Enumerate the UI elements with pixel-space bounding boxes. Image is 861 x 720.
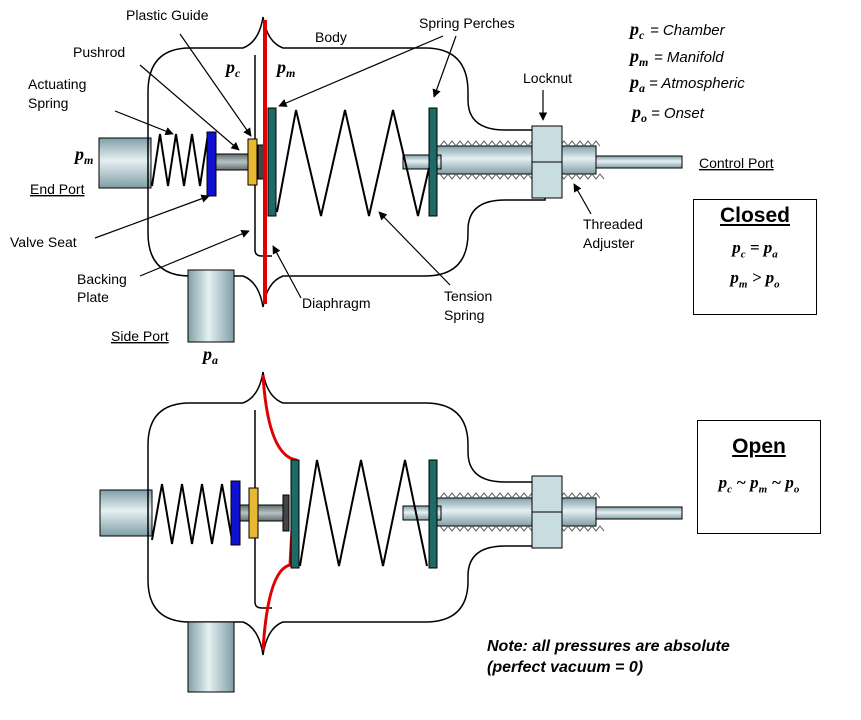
open-state-device [99,371,683,693]
spring-perch-left-open [290,459,300,569]
legend-atmospheric: = Atmospheric [649,75,745,92]
label-plastic-guide: Plastic Guide [126,7,209,23]
label-spring-perches: Spring Perches [419,15,515,31]
legend-manifold: = Manifold [654,49,724,66]
label-backing-plate-1: Backing [77,271,127,287]
pointer-arrows [94,33,592,299]
spring-perch-left [267,107,277,217]
closed-title: Closed [719,204,790,227]
label-tension-spring-1: Tension [444,288,492,304]
legend-po-symbol: po [630,102,647,125]
label-threaded-adjuster-1: Threaded [583,216,643,232]
valve-body [147,16,546,308]
arrow-plastic-guide [179,33,252,137]
arrow-perch-right [432,35,457,98]
symbol-pc-top: pc [224,57,241,80]
open-eq: pc ~ pm ~ po [718,473,800,496]
thread-marks [439,140,605,180]
legend-pa-symbol: pa [628,72,645,95]
symbol-pa-sideport: pa [201,344,218,367]
tension-spring [276,109,430,217]
closed-eq-1: pc = pa [732,238,778,261]
diaphragm [263,20,267,304]
label-tension-spring-2: Spring [444,307,484,323]
inner-wall-open [254,410,272,609]
valve-seat-open [230,480,241,546]
pushrod-open [239,504,289,522]
control-port-tube-open [435,497,597,527]
inner-wall [254,55,272,257]
arrow-backing-plate [139,230,250,277]
legend-onset: = Onset [651,105,705,122]
arrow-diaphragm [272,245,302,299]
pressure-symbols: pc pm pm pa [73,57,295,367]
arrow-pushrod [139,64,240,151]
pressure-note: Note: all pressures are absolute (perfec… [487,636,730,678]
thread-marks-open [439,492,605,532]
closed-eq-2: pm > po [730,268,780,291]
legend-pc-symbol: pc [628,19,645,42]
pressure-legend: pc = Chamber pm = Manifold pa = Atmosphe… [628,19,745,125]
label-end-port: End Port [30,181,85,197]
label-pushrod: Pushrod [73,44,125,60]
label-actuating-spring-2: Spring [28,95,68,111]
side-port-tube-open [187,621,235,693]
arrow-perch-left [278,35,444,107]
symbol-pm-endport: pm [73,144,93,167]
label-diaphragm: Diaphragm [302,295,370,311]
end-port-tube-open [99,489,153,537]
note-line-2: (perfect vacuum = 0) [487,659,644,676]
label-locknut: Locknut [523,70,572,86]
closed-labels: Plastic Guide Pushrod Actuating Spring B… [10,7,774,344]
valve-seat [206,131,217,197]
tension-spring-open [299,459,428,567]
backing-plate-open [282,494,290,532]
label-control-port: Control Port [699,155,774,171]
label-actuating-spring-1: Actuating [28,76,86,92]
closed-state-box: Closed pc = pa pm > po [693,199,817,315]
arrow-actuating-spring [114,110,174,136]
label-threaded-adjuster-2: Adjuster [583,235,635,251]
valve-body-open [147,371,546,656]
closed-state-device [98,16,683,343]
plastic-guide-open [248,487,259,539]
legend-pm-symbol: pm [628,46,648,69]
pushrod [214,153,252,171]
symbol-pm-top: pm [275,57,295,80]
label-body: Body [315,29,347,45]
side-port-tube [187,269,235,343]
spring-perch-right [428,107,438,217]
control-port-pin-open [595,506,683,520]
end-port-tube [98,137,152,189]
arrow-tension-spring [378,211,451,286]
arrow-threaded-adjuster [573,183,592,215]
label-backing-plate-2: Plate [77,289,109,305]
label-valve-seat: Valve Seat [10,234,77,250]
plastic-guide [247,138,258,186]
spring-perch-right-open [428,459,438,569]
actuating-spring [151,133,209,187]
legend-chamber: = Chamber [650,22,726,39]
control-port-tube [435,145,597,175]
arrow-valve-seat [94,194,210,239]
actuating-spring-open [151,483,233,545]
open-title: Open [732,435,786,458]
control-port-pin [595,155,683,169]
note-line-1: Note: all pressures are absolute [487,638,730,655]
label-side-port: Side Port [111,328,169,344]
open-state-box: Open pc ~ pm ~ po [697,420,821,534]
